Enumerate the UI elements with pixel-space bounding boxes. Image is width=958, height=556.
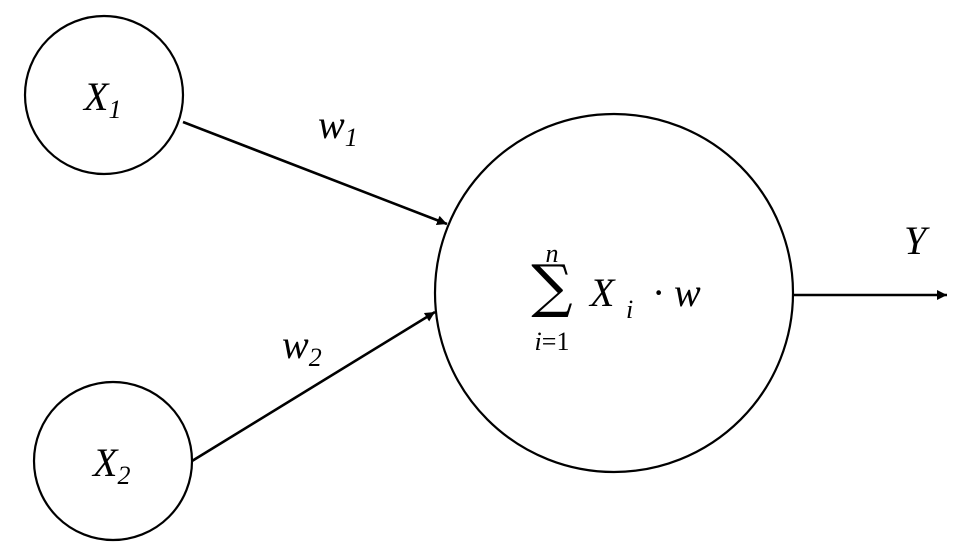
input-node-x1: X1	[23, 14, 185, 176]
weight-w1-symbol: w	[318, 102, 345, 147]
sum-term-symbol: X	[588, 270, 616, 315]
weight-label-w1: w1	[318, 102, 358, 152]
edge-x1-to-neuron	[182, 120, 448, 226]
edge-x2-to-neuron	[191, 310, 436, 463]
input-x2-symbol: X	[91, 440, 119, 485]
weight-w2-symbol: w	[282, 322, 309, 367]
weight-label-w2: w2	[282, 322, 322, 372]
input-node-x2-label: X2	[91, 440, 130, 490]
sum-weight-symbol: w	[674, 270, 701, 315]
input-x1-symbol: X	[82, 74, 110, 119]
weight-w1-subscript: 1	[345, 123, 358, 152]
sum-dot-operator: ·	[652, 270, 665, 315]
input-x2-subscript: 2	[117, 461, 130, 490]
input-node-x2: X2	[32, 380, 194, 542]
input-node-x1-circle	[23, 14, 185, 176]
weight-w2-subscript: 2	[309, 343, 322, 372]
sum-symbol: ∑	[531, 252, 572, 320]
neuron-node: ∑ n i=1 X i · w	[433, 112, 795, 474]
sum-term-subscript: i	[626, 295, 633, 324]
neuron-node-circle	[433, 112, 795, 474]
sum-lower-index: i	[535, 327, 542, 356]
sum-lower-equals: =	[542, 327, 557, 356]
sum-upper-limit: n	[546, 239, 559, 268]
sum-lower-start: 1	[556, 327, 569, 356]
input-node-x1-label: X1	[82, 74, 121, 124]
sum-lower-limit: i=1	[535, 327, 570, 356]
input-x1-subscript: 1	[108, 95, 121, 124]
output-label-y: Y	[904, 218, 930, 263]
